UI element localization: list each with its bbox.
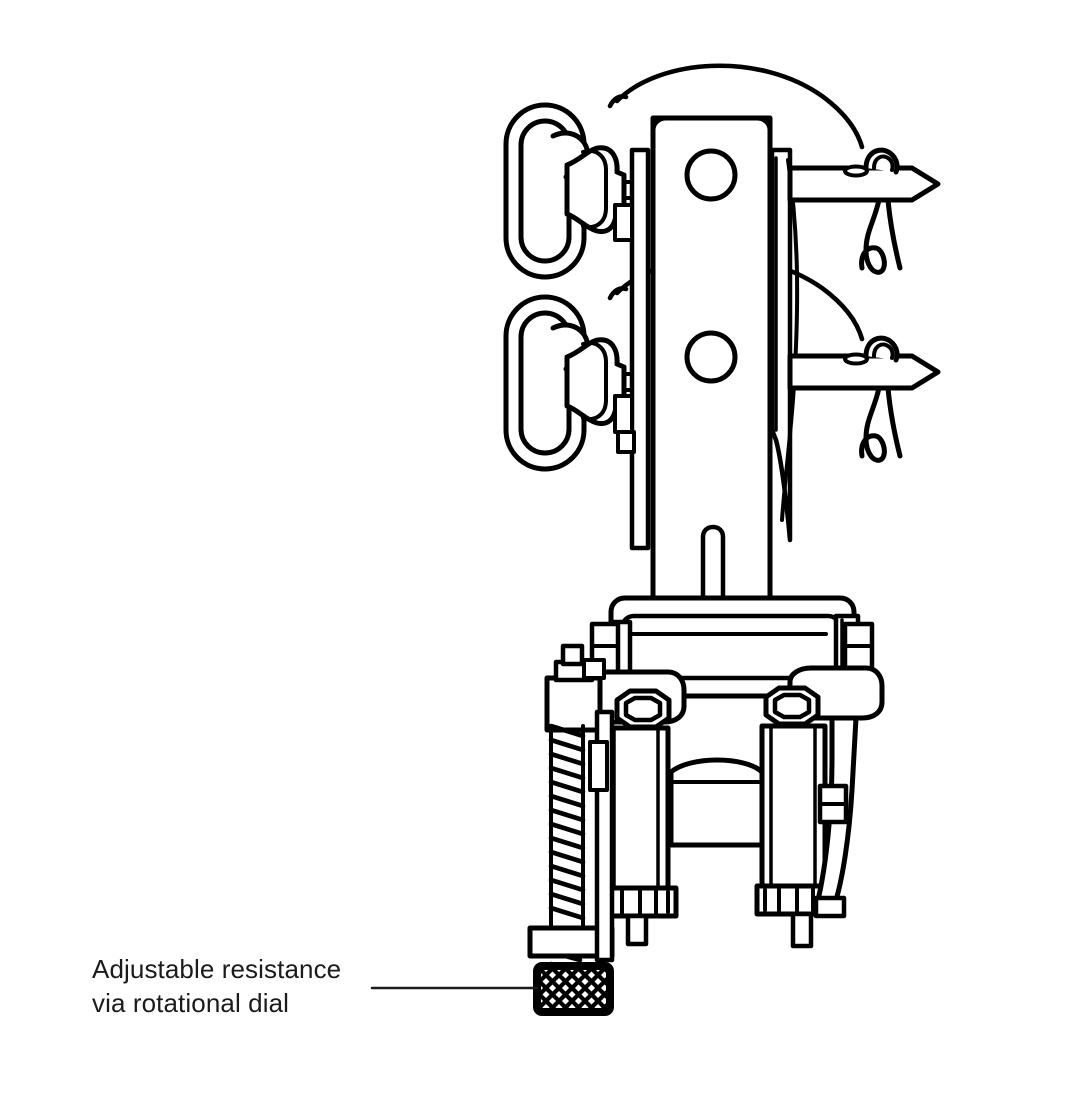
main-post-icon bbox=[650, 115, 773, 603]
hitch-pin-upper-icon bbox=[787, 147, 941, 275]
callout-line-1: Adjustable resistance bbox=[92, 954, 342, 984]
right-outer-bracket bbox=[813, 715, 859, 919]
hex-nut-left-icon bbox=[617, 691, 669, 727]
callout-line-2: via rotational dial bbox=[92, 988, 290, 1018]
center-bridge bbox=[668, 757, 765, 848]
pin-ring-upper-icon bbox=[503, 102, 638, 280]
callout-caption: Adjustable resistance via rotational dia… bbox=[92, 952, 392, 1020]
right-flange-plates bbox=[769, 147, 800, 543]
knurled-dial-icon bbox=[533, 962, 614, 1016]
screw-nut-block bbox=[544, 643, 606, 733]
hex-nut-right-icon bbox=[766, 688, 818, 724]
left-strut bbox=[588, 709, 615, 963]
roller-left-icon bbox=[597, 725, 679, 947]
lanyard-upper-icon bbox=[607, 63, 865, 150]
post-hole-lower-icon bbox=[684, 330, 738, 384]
post-hole-upper-icon bbox=[684, 148, 738, 202]
hitch-pin-lower-icon bbox=[787, 335, 941, 463]
left-flange-plates bbox=[613, 147, 651, 551]
